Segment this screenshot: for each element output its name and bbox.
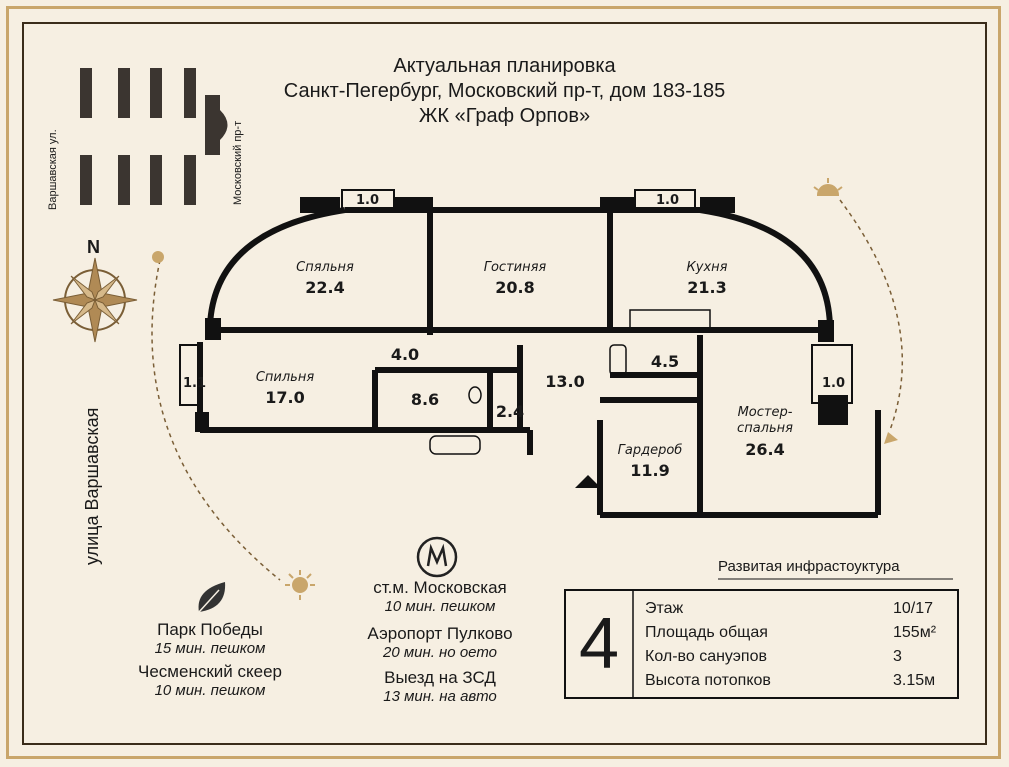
room-name: Спяльня (296, 260, 354, 275)
poi-metro-title: ст.м. Московская (373, 578, 507, 597)
wall-blocks (195, 197, 848, 432)
site-map (80, 68, 228, 205)
info-label: Высота потопков (645, 672, 771, 689)
poi-zsd-time: 13 мин. на авто (383, 688, 497, 705)
info-value: 3 (893, 648, 902, 665)
room-area: 21.3 (687, 278, 727, 297)
poi-chesme-time: 10 мин. пешком (154, 682, 266, 699)
sun-arc-left (151, 259, 281, 581)
arc-arrow-icon (884, 432, 898, 444)
balcony-area: 1.1 (183, 376, 207, 391)
balcony-area: 1.0 (656, 193, 680, 208)
poi-park-title: Парк Победы (157, 620, 263, 639)
poi-metro-time: 10 мин. пешком (384, 598, 496, 615)
room-area: 11.9 (630, 461, 670, 480)
info-box (564, 589, 959, 699)
room-name: Гардероб (617, 443, 683, 458)
info-value: 10/17 (893, 600, 934, 617)
compass-rose-icon (52, 257, 138, 343)
room-name: Гостиняя (483, 260, 547, 275)
room-area: 13.0 (545, 372, 585, 391)
metro-logo-icon (416, 536, 458, 578)
room-area: 17.0 (265, 388, 305, 407)
info-value: 3.15м (893, 672, 936, 689)
poi-airport-title: Аэропорт Пулково (367, 624, 513, 643)
room-area: 2.4 (495, 402, 525, 421)
entrance-marker-icon (575, 475, 601, 488)
info-label: Кол-во сануэпов (645, 648, 767, 665)
room-name: Спильня (255, 370, 315, 385)
sun-marker-icon (152, 251, 164, 263)
info-value: 155м² (893, 624, 937, 641)
header-complex: ЖК «Граф Орпов» (418, 105, 591, 127)
balcony-area: 1.0 (356, 193, 380, 208)
info-label: Этаж (645, 600, 684, 617)
header-title: Актуальная планировка (393, 55, 616, 77)
sunrise-icon (813, 178, 843, 196)
street-label-main: улица Варшавская (82, 407, 102, 565)
room-area: 26.4 (745, 440, 785, 459)
sun-icon (285, 570, 315, 600)
balcony-area: 1.0 (822, 376, 846, 391)
poi-park-time: 15 мин. пешком (154, 640, 266, 657)
poi-chesme-title: Чесменский скеер (138, 662, 282, 681)
leaf-icon (198, 582, 226, 613)
outer-frame (6, 6, 1001, 759)
poi-zsd-title: Выезд на ЗСД (384, 668, 496, 687)
fixtures (429, 309, 711, 455)
room-area: 22.4 (305, 278, 345, 297)
info-label: Площадь общая (645, 624, 768, 641)
room-area: 20.8 (495, 278, 535, 297)
room-name: Кухня (686, 260, 728, 275)
compass-north-label: N (87, 237, 100, 257)
street-label-map-right: Московский пр-т (232, 120, 244, 205)
header-address: Санкт-Пегербург, Московский пр-т, дом 18… (283, 80, 726, 102)
room-area: 8.6 (410, 390, 440, 409)
walls (197, 200, 881, 518)
street-label-map-left: Варшавская ул. (47, 129, 59, 210)
room-name: Мостер- спальня (737, 405, 793, 436)
infra-heading: Развитая инфрастоуктура (718, 558, 900, 575)
poi-airport-time: 20 мин. но оето (382, 644, 498, 661)
room-area: 4.5 (650, 352, 680, 371)
rooms-count: 4 (578, 604, 620, 684)
room-area: 4.0 (390, 345, 420, 364)
inner-frame (22, 22, 987, 745)
balconies (179, 189, 853, 406)
sun-arc-right (839, 199, 904, 431)
